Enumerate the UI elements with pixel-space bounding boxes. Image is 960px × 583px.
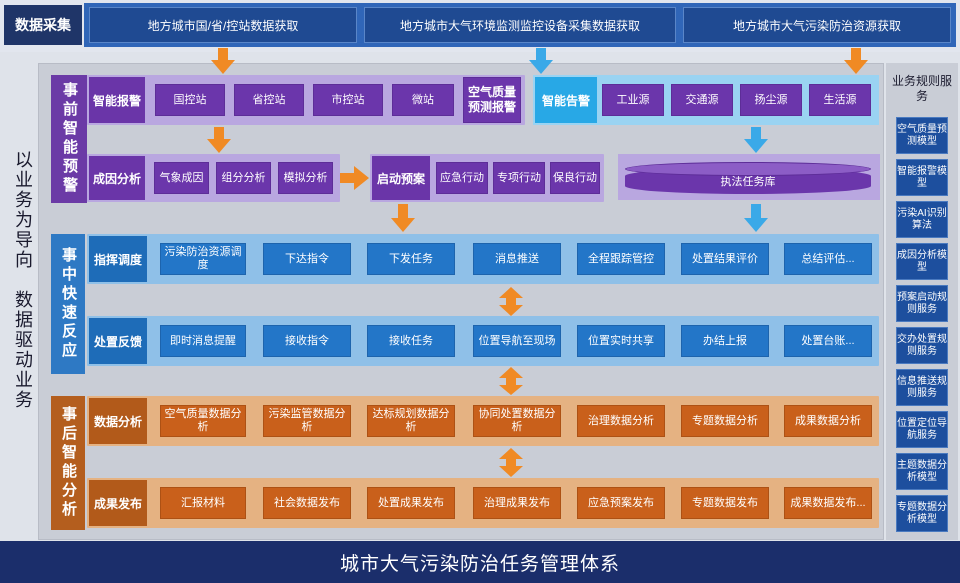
national-station-box: 国控站 — [155, 84, 225, 116]
service-item: 主题数据分析模型 — [896, 453, 948, 490]
service-item: 智能报警模型 — [896, 159, 948, 196]
service-item: 交办处置规则服务 — [896, 327, 948, 364]
command-item-box: 下发任务 — [367, 243, 455, 275]
analysis-item-box: 污染监管数据分析 — [263, 405, 351, 437]
phase-mid: 事中快速反应 — [51, 234, 85, 374]
aq-forecast-alarm-box: 空气质量预测报警 — [463, 77, 521, 123]
city-station-box: 市控站 — [313, 84, 383, 116]
phase-pre: 事前智能预警 — [51, 75, 87, 203]
command-item-box: 下达指令 — [263, 243, 351, 275]
arrow-down-cause-icon — [207, 127, 231, 153]
special-action-box: 专项行动 — [493, 162, 545, 194]
micro-station-box: 微站 — [392, 84, 454, 116]
feedback-item-box: 处置台账... — [784, 325, 872, 357]
publish-label: 成果发布 — [89, 480, 147, 526]
simulation-analysis-box: 模拟分析 — [278, 162, 333, 194]
traffic-source-box: 交通源 — [671, 84, 733, 116]
arrow-down-source3-icon — [844, 48, 868, 74]
analysis-item-box: 达标规划数据分析 — [367, 405, 455, 437]
publish-item-box: 应急预案发布 — [577, 487, 665, 519]
command-item-box: 全程跟踪管控 — [577, 243, 665, 275]
feedback-item-box: 位置导航至现场 — [473, 325, 561, 357]
analysis-item-box: 成果数据分析 — [784, 405, 872, 437]
arrow-down-source2-icon — [529, 48, 553, 74]
service-item: 成因分析模型 — [896, 243, 948, 280]
arrow-updown-1-icon — [499, 287, 523, 316]
task-db-top — [625, 162, 871, 176]
command-item-box: 处置结果评价 — [681, 243, 769, 275]
arrow-updown-2-icon — [499, 367, 523, 395]
service-item: 信息推送规则服务 — [896, 369, 948, 406]
source-national-station: 地方城市国/省/控站数据获取 — [89, 7, 357, 43]
arrow-down-command-icon — [391, 204, 415, 232]
source-pollution-resource: 地方城市大气污染防治资源获取 — [683, 7, 951, 43]
publish-item-box: 成果数据发布... — [784, 487, 872, 519]
arrow-updown-3-icon — [499, 448, 523, 477]
protect-action-box: 保良行动 — [550, 162, 600, 194]
command-label: 指挥调度 — [89, 236, 147, 282]
analysis-item-box: 空气质量数据分析 — [160, 405, 246, 437]
component-analysis-box: 组分分析 — [216, 162, 271, 194]
data-collection-title: 数据采集 — [4, 5, 82, 45]
slogan: 以业务为导向 数据驱动业务 — [12, 150, 33, 410]
provincial-station-box: 省控站 — [234, 84, 304, 116]
services-title: 业务规则服务 — [891, 74, 952, 103]
analysis-label: 数据分析 — [89, 398, 147, 444]
smart-alert-label: 智能告警 — [535, 77, 597, 123]
analysis-item-box: 专题数据分析 — [681, 405, 769, 437]
service-item: 专题数据分析模型 — [896, 495, 948, 532]
arrow-right-plan-icon — [340, 166, 369, 190]
emergency-action-box: 应急行动 — [436, 162, 488, 194]
feedback-item-box: 位置实时共享 — [577, 325, 665, 357]
publish-item-box: 汇报材料 — [160, 487, 246, 519]
command-item-box: 污染防治资源调度 — [160, 243, 246, 275]
domestic-source-box: 生活源 — [809, 84, 871, 116]
footer-title: 城市大气污染防治任务管理体系 — [0, 541, 960, 583]
feedback-label: 处置反馈 — [89, 318, 147, 364]
weather-cause-box: 气象成因 — [154, 162, 209, 194]
analysis-item-box: 治理数据分析 — [577, 405, 665, 437]
service-item: 空气质量预测模型 — [896, 117, 948, 154]
publish-item-box: 处置成果发布 — [367, 487, 455, 519]
feedback-item-box: 即时消息提醒 — [160, 325, 246, 357]
smart-report-label: 智能报警 — [89, 77, 145, 123]
arrow-down-command2-icon — [744, 204, 768, 232]
publish-item-box: 专题数据发布 — [681, 487, 769, 519]
command-item-box: 消息推送 — [473, 243, 561, 275]
feedback-item-box: 接收指令 — [263, 325, 351, 357]
analysis-item-box: 协同处置数据分析 — [473, 405, 561, 437]
feedback-item-box: 办结上报 — [681, 325, 769, 357]
start-plan-label: 启动预案 — [372, 156, 430, 200]
cause-analysis-label: 成因分析 — [89, 156, 145, 200]
service-item: 位置定位导航服务 — [896, 411, 948, 448]
command-item-box: 总结评估... — [784, 243, 872, 275]
publish-item-box: 社会数据发布 — [263, 487, 351, 519]
phase-post: 事后智能分析 — [51, 396, 85, 530]
arrow-down-source1-icon — [211, 48, 235, 74]
service-item: 预案启动规则服务 — [896, 285, 948, 322]
service-item: 污染AI识别算法 — [896, 201, 948, 238]
industrial-source-box: 工业源 — [602, 84, 664, 116]
dust-source-box: 扬尘源 — [740, 84, 802, 116]
source-monitoring-device: 地方城市大气环境监测监控设备采集数据获取 — [364, 7, 676, 43]
main-panel — [38, 63, 884, 540]
feedback-item-box: 接收任务 — [367, 325, 455, 357]
publish-item-box: 治理成果发布 — [473, 487, 561, 519]
arrow-down-taskdb-icon — [744, 127, 768, 153]
